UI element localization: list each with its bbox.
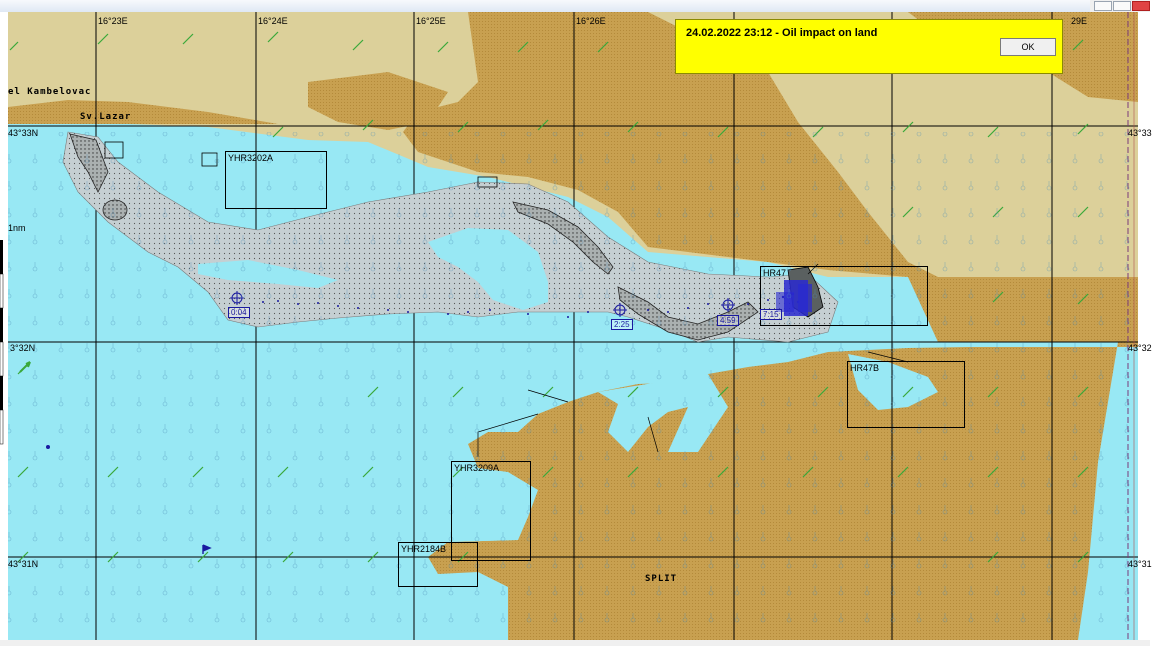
lat-label: 3°32N xyxy=(10,343,36,353)
lat-label: 43°31N xyxy=(8,559,39,569)
lon-label: 16°23E xyxy=(98,16,128,26)
time-marker: 0:04 xyxy=(228,307,250,318)
zone-yhr3209a[interactable]: YHR3209A xyxy=(451,461,531,561)
title-bar-fill xyxy=(0,0,1090,12)
place-label-sv-lazar: Sv.Lazar xyxy=(80,112,132,122)
lat-label: 43°32 xyxy=(1128,343,1152,353)
time-marker: 4:59 xyxy=(717,315,739,326)
place-label-split: SPLIT xyxy=(645,574,678,584)
lon-label: 16°25E xyxy=(416,16,446,26)
maximize-button[interactable] xyxy=(1113,1,1131,11)
lat-label: 43°33N xyxy=(8,128,39,138)
current-symbol-grid xyxy=(8,132,1138,640)
land-patch xyxy=(308,72,448,130)
nautical-chart[interactable]: YHR3202A HR47 HR47B YHR3209A YHR2184B 0:… xyxy=(8,12,1152,640)
alert-message: 24.02.2022 23:12 - Oil impact on land xyxy=(686,27,878,39)
lon-label: 16°24E xyxy=(258,16,288,26)
time-marker: 7:15 xyxy=(760,309,782,320)
alert-ok-button[interactable]: OK xyxy=(1000,38,1056,56)
time-marker: 2:25 xyxy=(611,319,633,330)
scale-label: 1nm xyxy=(8,223,26,233)
oil-impact-alert: 24.02.2022 23:12 - Oil impact on land OK xyxy=(675,19,1063,74)
close-button[interactable] xyxy=(1132,1,1150,11)
lat-label: 43°33 xyxy=(1128,128,1152,138)
left-ruler xyxy=(0,12,8,640)
window-title-bar xyxy=(0,0,1150,12)
zone-hr47b[interactable]: HR47B xyxy=(847,361,965,428)
zone-yhr2184b[interactable]: YHR2184B xyxy=(398,542,478,587)
minimize-button[interactable] xyxy=(1094,1,1112,11)
status-bar xyxy=(0,640,1150,646)
land-strip-west xyxy=(8,100,278,124)
lon-label: 16°26E xyxy=(576,16,606,26)
lon-label: 29E xyxy=(1071,16,1088,26)
lat-label: 43°31 xyxy=(1128,559,1152,569)
place-label-kambelovac: el Kambelovac xyxy=(8,87,92,97)
zone-yhr3202a[interactable]: YHR3202A xyxy=(225,151,327,209)
zone-hr47[interactable]: HR47 xyxy=(760,266,928,326)
